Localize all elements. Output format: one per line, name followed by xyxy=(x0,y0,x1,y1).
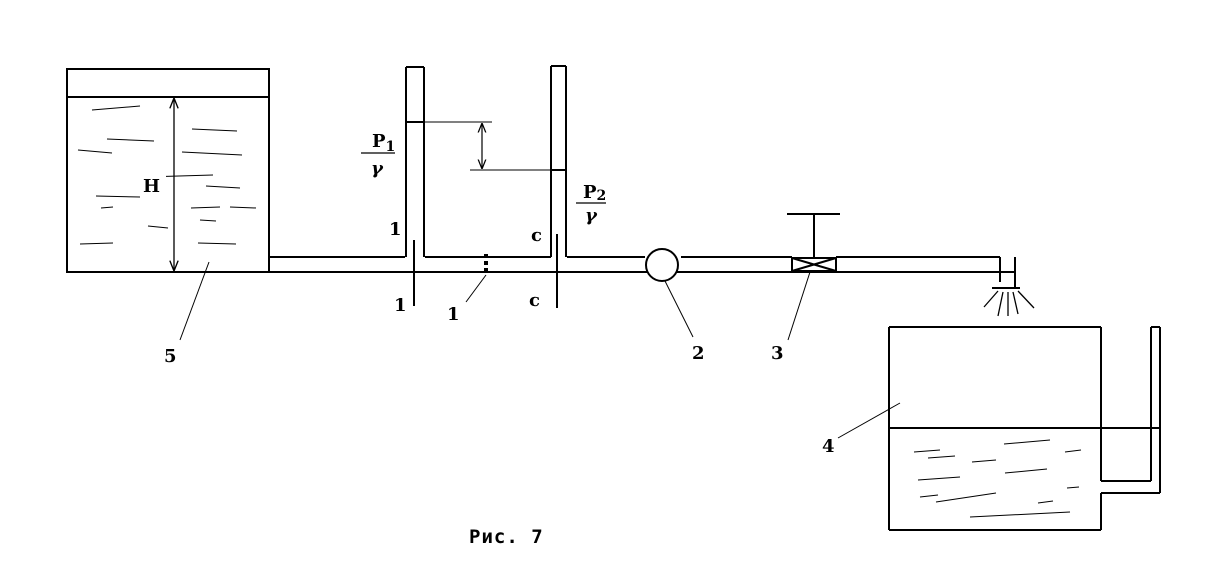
receiver-tank: 4 xyxy=(822,326,1161,531)
outflow-jet xyxy=(983,290,1035,317)
pump: 2 xyxy=(645,248,705,364)
level-gauge-tube xyxy=(1101,326,1161,494)
section-1-bottom-label: 1 xyxy=(394,295,407,316)
orifice-plate: 1 xyxy=(447,254,488,325)
pressure-head-2-label: P2 γ xyxy=(576,182,606,226)
head-difference-dimension xyxy=(424,121,551,171)
supply-tank-water xyxy=(77,105,257,245)
receiver-tank-water xyxy=(913,439,1082,518)
valve-label: 3 xyxy=(771,343,784,364)
section-1-top-label: 1 xyxy=(389,219,402,240)
piezometer-2 xyxy=(550,65,567,257)
receiver-tank-label: 4 xyxy=(822,436,835,457)
supply-tank-label: 5 xyxy=(164,346,177,367)
pipeline xyxy=(269,256,1020,289)
pressure-head-1-label: P1 γ xyxy=(361,131,395,179)
orifice-label: 1 xyxy=(447,304,460,325)
gate-valve: 3 xyxy=(771,213,840,364)
section-c-bottom-label: c xyxy=(529,290,540,311)
section-c-top-label: c xyxy=(531,225,542,246)
svg-text:P1: P1 xyxy=(372,131,395,155)
svg-text:γ: γ xyxy=(371,158,384,179)
figure-caption: Рис. 7 xyxy=(469,526,544,548)
pump-label: 2 xyxy=(692,343,705,364)
svg-text:γ: γ xyxy=(585,205,598,226)
supply-tank: H xyxy=(66,68,270,273)
svg-text:P2: P2 xyxy=(583,182,606,204)
level-label-h: H xyxy=(143,176,160,197)
piezometer-1 xyxy=(405,66,425,257)
